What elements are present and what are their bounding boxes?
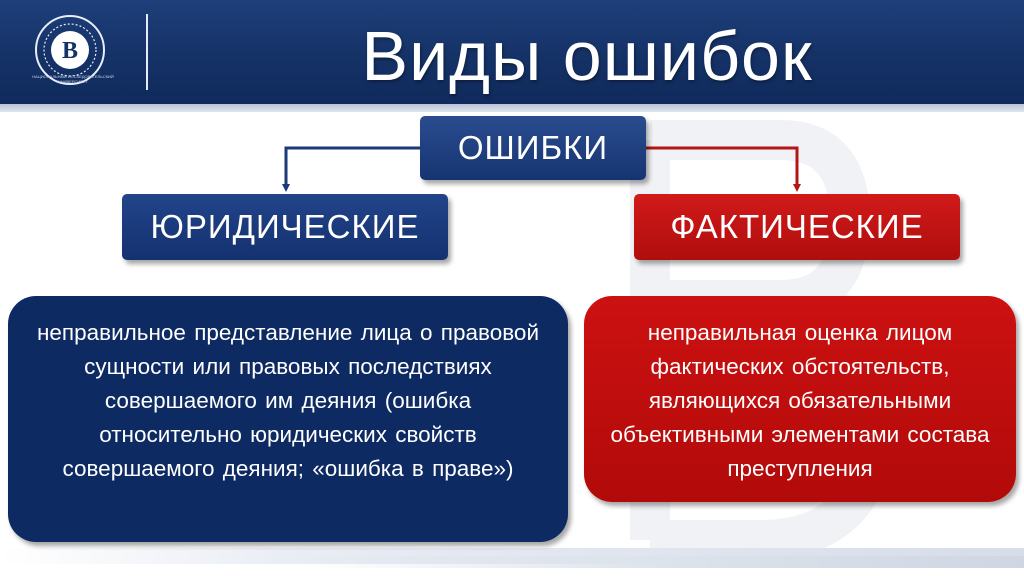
factual-errors-box: ФАКТИЧЕСКИЕ <box>634 194 960 260</box>
bottom-decor-bar <box>300 556 1024 568</box>
logo-caption: НАЦИОНАЛЬНЫЙ ИССЛЕДОВАТЕЛЬСКИЙ УНИВЕРСИТ… <box>32 74 114 84</box>
factual-errors-description-box: неправильная оценка лицом фактических об… <box>584 296 1016 502</box>
svg-text:В: В <box>62 38 78 64</box>
page-title: Виды ошибок <box>361 17 813 95</box>
factual-errors-description: неправильная оценка лицом фактических об… <box>610 320 990 481</box>
header-band <box>0 0 1024 104</box>
legal-errors-label: ЮРИДИЧЕСКИЕ <box>150 208 420 245</box>
header-divider <box>146 14 148 90</box>
connector-legal <box>282 146 420 192</box>
header-stripe <box>0 104 1024 112</box>
legal-errors-description-box: неправильное представление лица о правов… <box>8 296 568 542</box>
factual-errors-label: ФАКТИЧЕСКИЕ <box>670 208 924 245</box>
legal-errors-description: неправильное представление лица о правов… <box>36 320 540 481</box>
root-label: ОШИБКИ <box>457 129 609 166</box>
root-box: ОШИБКИ <box>420 116 646 180</box>
hse-university-logo-icon: В <box>35 15 105 85</box>
legal-errors-box: ЮРИДИЧЕСКИЕ <box>122 194 448 260</box>
